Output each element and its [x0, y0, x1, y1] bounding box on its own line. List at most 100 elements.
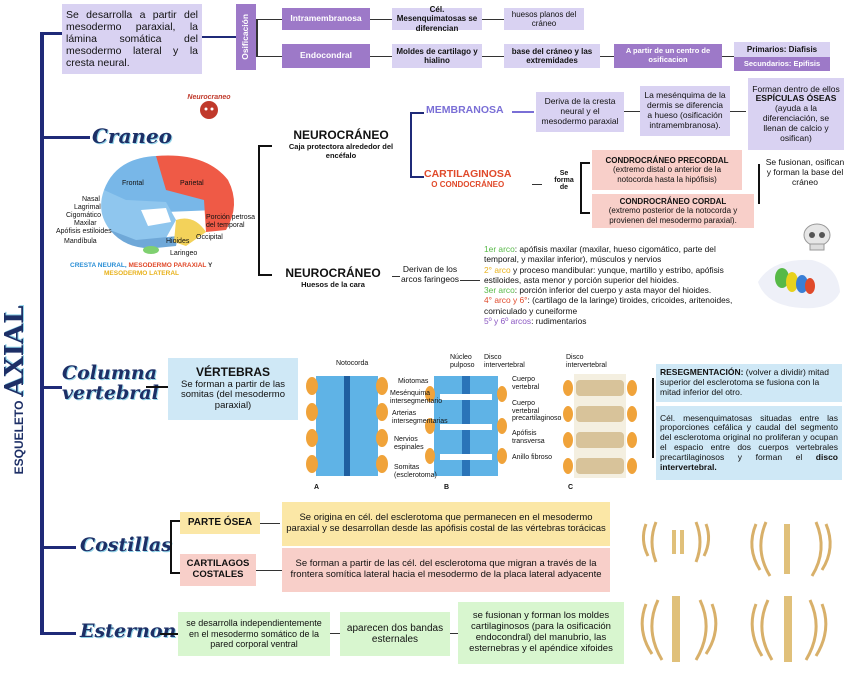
endo-arrow4 [722, 56, 734, 57]
endo-arrow [370, 56, 392, 57]
columna-header: Columna vertebral [62, 362, 159, 404]
arco-1: 1er arco: apófisis maxilar (maxilar, hue… [484, 244, 716, 265]
derivan-arcos: Derivan de los arcos faringeos [400, 264, 460, 284]
se-forma: Se forma de [554, 170, 574, 191]
cartilagos-desc: Se forman a partir de las cél. del escle… [282, 548, 610, 592]
skull-label-laringeo: Laringeo [170, 250, 198, 257]
skull-label-frontal: Frontal [122, 180, 144, 187]
skull-label-mandibula: Mandíbula [64, 238, 97, 245]
branch-top [40, 32, 62, 35]
fig-letter-b: B [444, 484, 450, 491]
costillas-bracket [170, 520, 172, 574]
arco-4: 4° arco y 6°: (cartilago de la laringe) … [484, 295, 733, 316]
cart-arrow [532, 184, 542, 185]
branch-columna [40, 386, 62, 389]
condrocraneo-cordal: CONDROCRÁNEO CORDAL (extremo posterior d… [592, 194, 754, 228]
membranosa-b3: Forman dentro de ellos ESPÍCULAS ÓSEAS (… [748, 78, 844, 150]
root-title: ESQUELETO AXIAL [0, 306, 40, 475]
cart-arrow-2 [256, 570, 282, 571]
cartilaginosa-label: CARTILAGINOSA O CONDOCRÁNEO [424, 168, 512, 189]
neurocraneo-2: NEUROCRÁNEO Huesos de la cara [285, 266, 381, 289]
esternon-header: Esternon [80, 620, 177, 642]
rib-development-figure [626, 500, 846, 668]
costillas-header: Costillas [80, 534, 172, 556]
root-title-w1: ESQUELETO [12, 400, 26, 475]
intra-step1: Cél. Mesenquimatosas se diferencian [392, 5, 482, 33]
endocondral: Endocondral [282, 44, 370, 68]
fig-apofisis: Apófisis transversa [512, 430, 545, 445]
endo-step3: A partir de un centro de osificacion [614, 44, 722, 68]
skull-badge-icon [200, 101, 218, 119]
resegmentacion-box: RESEGMENTACIÓN: (volver a dividir) mitad… [656, 364, 842, 402]
fig-cuerpo-pre: Cuerpo vertebral precartilaginoso [512, 400, 562, 423]
skull-legend: CRESTA NEURAL, MESODERMO PARAXIAL Y MESO… [70, 262, 213, 277]
parte-osea-desc: Se origina en cél. del esclerotoma que p… [282, 502, 610, 546]
fuse-text: Se fusionan, osifican y forman la base d… [765, 157, 845, 187]
membranosa-b2: La mesénquima de la dermis se diferencia… [640, 86, 730, 136]
esternon-arrow2 [330, 633, 340, 634]
endo-step2: base del cráneo y las extremidades [504, 44, 600, 68]
craneo-badge: Neurocraneo [184, 94, 234, 120]
vertebra-development-figure: Notocorda Núcleo pulposo Disco intervert… [300, 354, 650, 494]
branch-esternon [40, 632, 76, 635]
cartilagos-title: CARTILAGOS COSTALES [180, 554, 256, 586]
branch-craneo [40, 136, 90, 139]
fig-letter-c: C [568, 484, 574, 491]
fig-somitas: Somitas (esclerotoma) [394, 464, 437, 479]
cart-bracket [580, 162, 582, 214]
esternon-b2: aparecen dos bandas esternales [340, 612, 450, 656]
fig-arterias: Arterias intersegmentarias [392, 410, 448, 425]
skull-label-apofisis: Apófisis estiloides [56, 228, 112, 235]
branch-costillas [40, 546, 76, 549]
cart-br-a [580, 162, 590, 164]
memb-arrow3 [730, 111, 746, 112]
cost-br-a [170, 520, 180, 522]
intra-step2: huesos planos del cráneo [504, 8, 584, 30]
neuro2-arrow [392, 276, 400, 277]
membranosa-b1: Deriva de la cresta neural y el mesoderm… [536, 92, 624, 132]
fig-anillo: Anillo fibroso [512, 454, 553, 461]
pharyngeal-arches-illustration [752, 252, 844, 314]
top-description: Se desarrolla a partir del mesodermo par… [62, 4, 202, 74]
endo-primarios: Primarios: Diafisis [734, 42, 830, 57]
craneo-header: Craneo [92, 124, 173, 148]
endo-arrow3 [600, 56, 614, 57]
neuro1-br-a [410, 112, 424, 114]
small-skull-icon [800, 222, 834, 252]
esternon-b1: se desarrolla independientemente en el m… [178, 612, 330, 656]
cart-br-b [580, 212, 590, 214]
intra-arrow2 [482, 19, 504, 20]
fuse-bracket [758, 164, 760, 204]
fig-disco-1: Disco intervertebral [484, 354, 525, 369]
fig-nucleo: Núcleo pulposo [450, 354, 475, 369]
esternon-arrow [160, 633, 178, 635]
memb-arrow2 [624, 111, 640, 112]
columna-arrow [146, 386, 168, 388]
skull-label-petrosa: Porción petrosa del temporal [206, 214, 256, 229]
neurocraneo-1: NEUROCRÁNEO Caja protectora alrededor de… [288, 128, 394, 160]
condrocraneo-precordal: CONDROCRÁNEO PRECORDAL (extremo distal o… [592, 150, 742, 190]
parte-osea-title: PARTE ÓSEA [180, 512, 260, 534]
endo-arrow2 [482, 56, 504, 57]
skull-label-occipital: Occipital [196, 234, 223, 241]
skull-label-cigomatico: Cigomático [66, 212, 102, 219]
osif-split [256, 19, 258, 57]
esternon-b3: se fusionan y forman los moldes cartilag… [458, 602, 624, 664]
skull-illustration: Frontal Parietal Nasal Lagrimal Cigomáti… [56, 150, 266, 262]
skull-label-lagrimal: Lagrimal [74, 204, 101, 211]
esternon-arrow3 [450, 633, 458, 634]
fig-cuerpo: Cuerpo vertebral [512, 376, 540, 391]
neuro1-bracket [410, 112, 412, 178]
top-connector [202, 36, 236, 38]
osif-line-a [256, 19, 282, 20]
cost-br-b [170, 572, 180, 574]
osificacion-label: Osificación [236, 4, 256, 70]
membranosa-label: MEMBRANOSA [426, 104, 504, 116]
disco-intervertebral-box: Cél. mesenquimatosas situadas entre las … [656, 406, 842, 480]
endo-secundarios: Secundarios: Epifisis [734, 57, 830, 71]
arco-2: 2° arco y proceso mandibular: yunque, ma… [484, 264, 724, 285]
neuro1-br-b [410, 176, 424, 178]
craneo-bracket-top [258, 145, 272, 147]
root-title-w2: AXIAL [0, 305, 30, 397]
arco-5: 5º y 6º arcos: rudimentarios [484, 315, 587, 326]
